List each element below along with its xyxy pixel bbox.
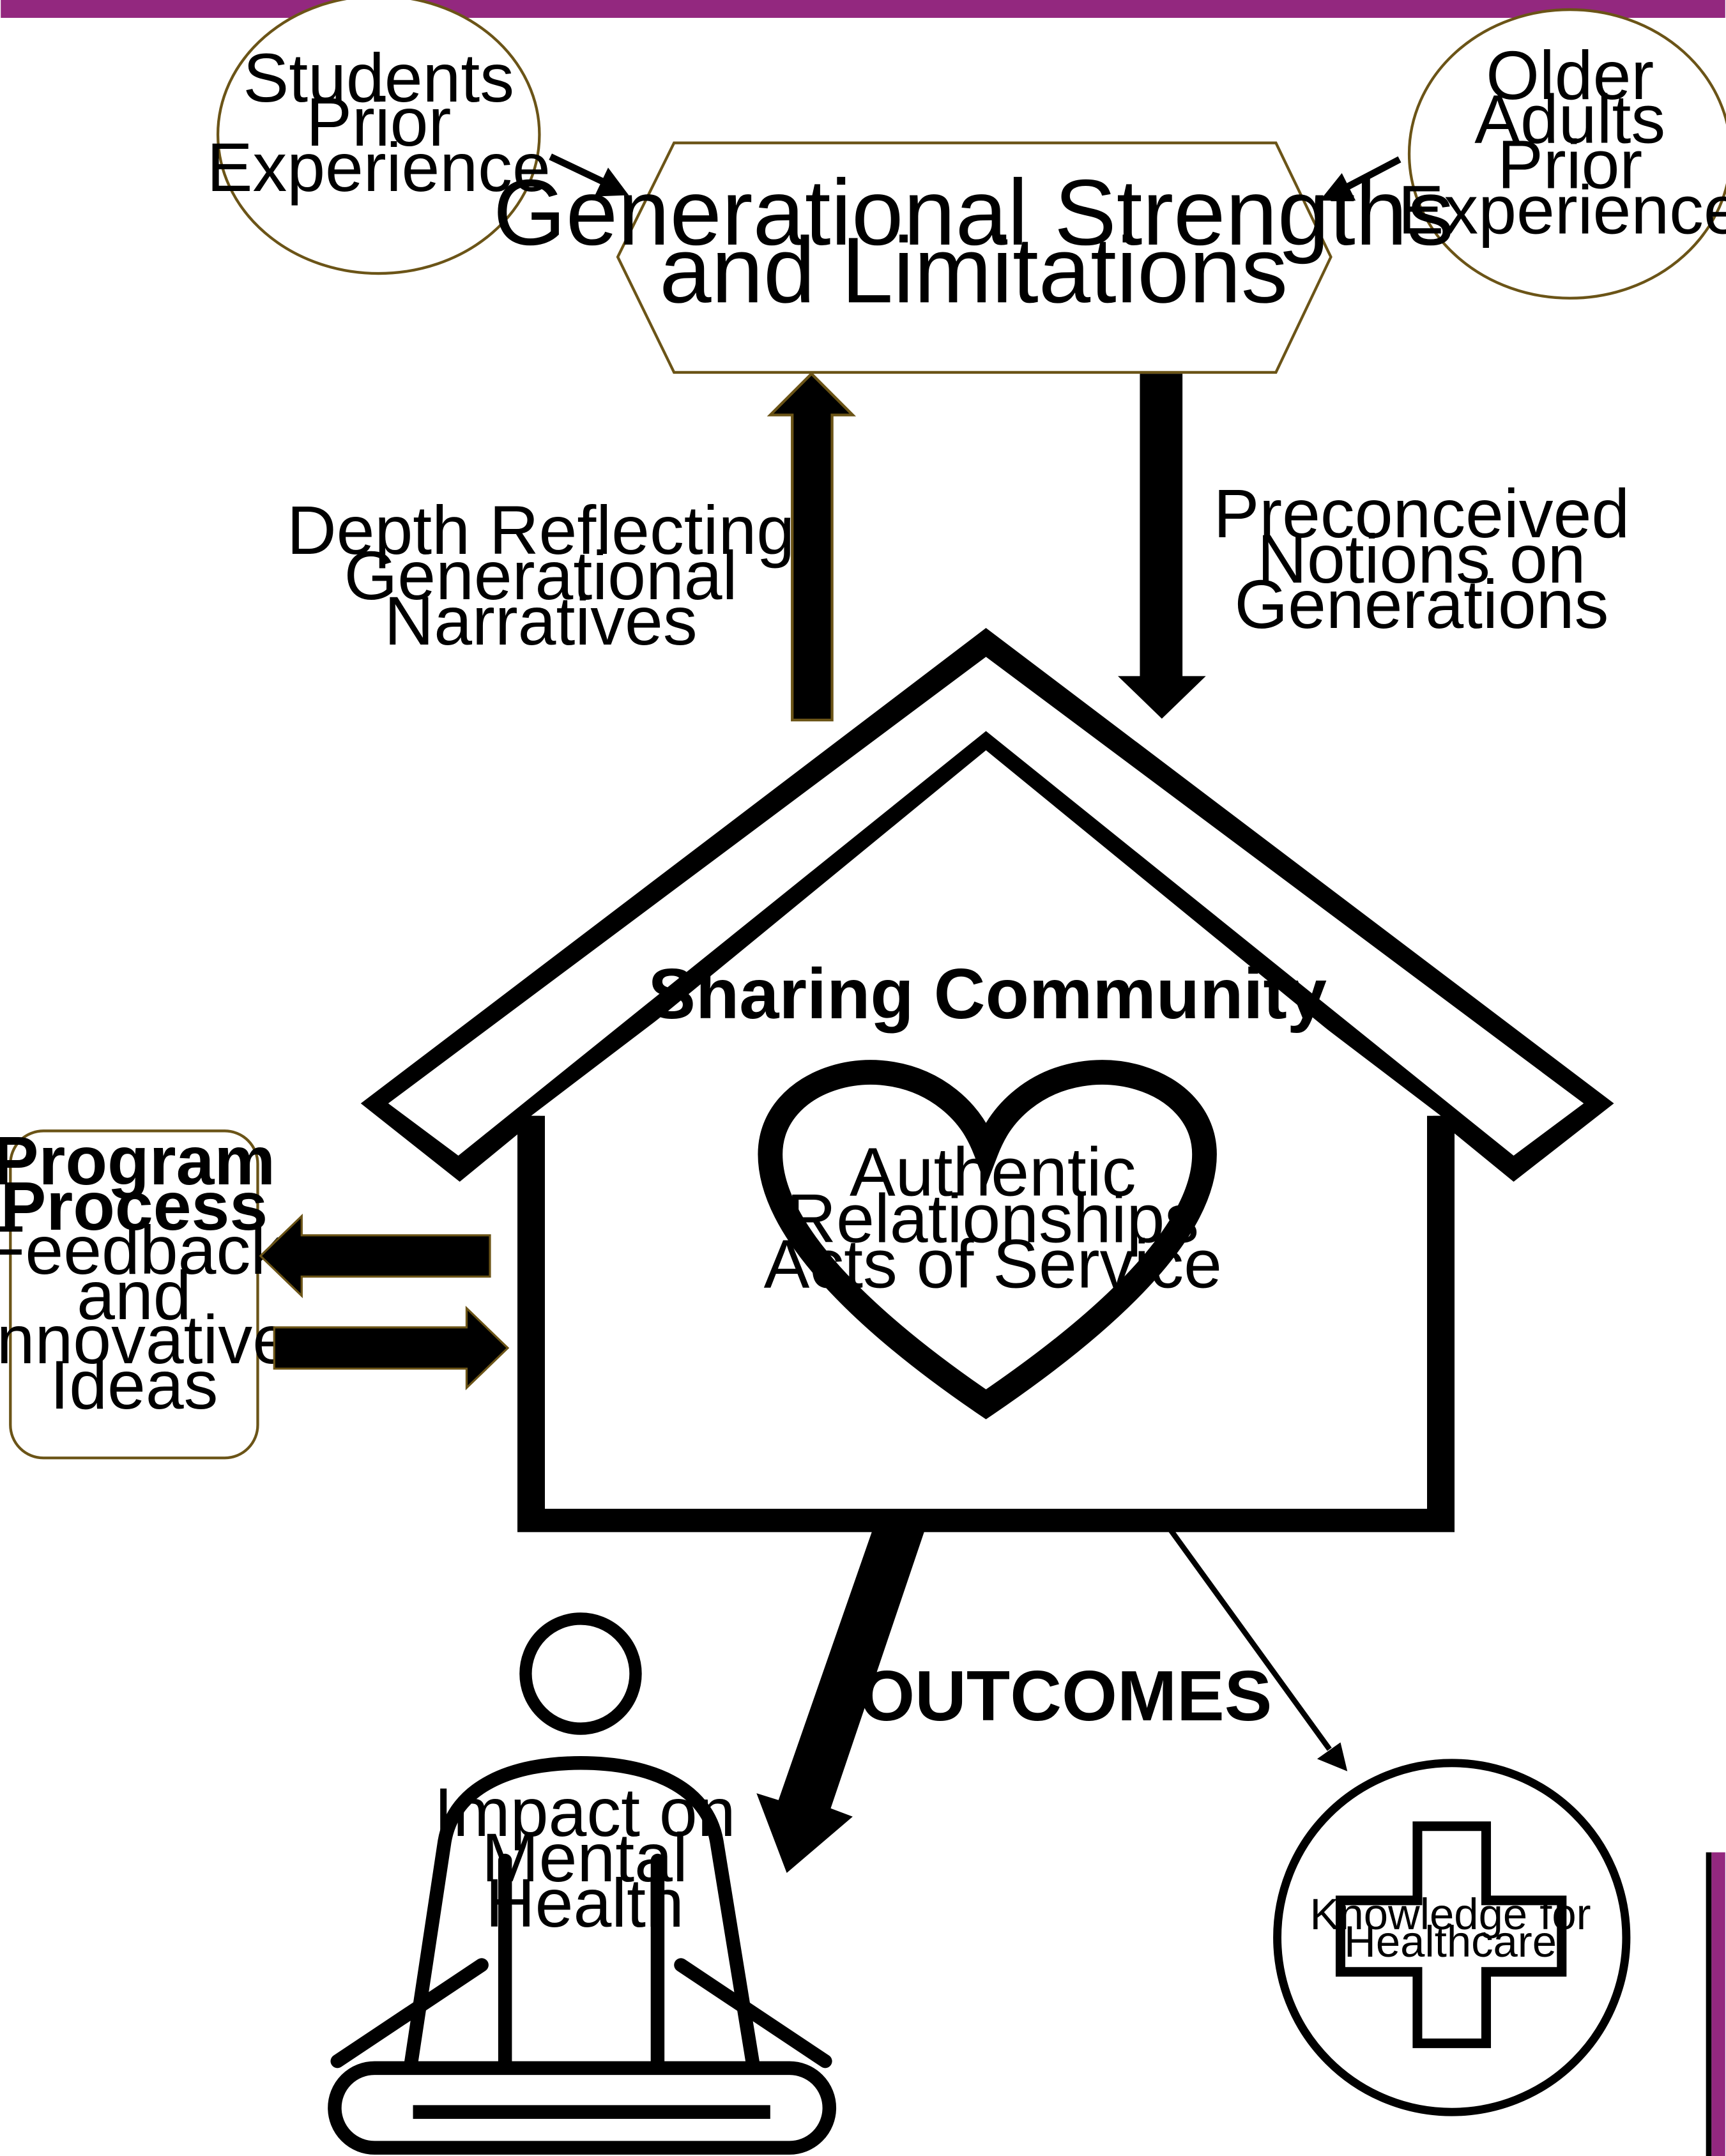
older-adults-line-3: Prior xyxy=(1497,126,1642,203)
program-line-4: Ideas xyxy=(50,1347,218,1423)
hexagon-line-2: and Limitations xyxy=(659,218,1288,322)
person-head xyxy=(519,1612,642,1735)
top-bar xyxy=(1,0,1725,18)
older-adults-line-2: Adults xyxy=(1474,81,1665,158)
house-to-mental-health-arrow xyxy=(756,1520,929,1873)
healthcare-cross xyxy=(1335,1821,1567,2049)
healthcare-cross-icon: Knowledge for Healthcare xyxy=(1273,1759,1631,2116)
heart-line-3: Acts of Service xyxy=(764,1226,1222,1303)
preconceived-notions-label: Preconceived Notions on Generations xyxy=(1214,475,1630,643)
preconceived-line-1: Preconceived xyxy=(1214,475,1630,552)
older-adults-line-1: Older xyxy=(1486,37,1654,114)
preconceived-line-3: Generations xyxy=(1234,566,1608,643)
program-line-1: Feedback xyxy=(0,1212,285,1288)
generational-strengths-hexagon: Generational Strengths and Limitations xyxy=(493,141,1454,374)
sharing-community-house: Sharing Community Authentic Relationship… xyxy=(360,628,1614,1533)
outcomes-label: OUTCOMES xyxy=(859,1656,1272,1736)
person-line-2: Mental xyxy=(482,1819,688,1896)
program-process-box: Program Process Feedback and Innovative … xyxy=(0,1122,291,1460)
house-to-healthcare-arrow xyxy=(1161,1518,1348,1771)
students-prior-experience-node: Students Prior Experience xyxy=(207,0,551,275)
hexagon-line-1: Generational Strengths xyxy=(493,160,1454,264)
house-title: Sharing Community xyxy=(648,954,1327,1034)
older-adults-to-hexagon-arrow xyxy=(1320,156,1401,201)
right-accent-bar xyxy=(1711,1852,1725,2156)
healthcare-line-2: Healthcare xyxy=(1344,1917,1557,1966)
depth-reflecting-label: Depth Reflecting Generational Narratives xyxy=(287,492,795,659)
depth-reflecting-line-1: Depth Reflecting xyxy=(287,492,795,569)
older-adults-prior-experience-node: Older Adults Prior Experience xyxy=(1398,8,1726,300)
heart-shape xyxy=(758,1060,1217,1419)
students-to-hexagon-arrow xyxy=(549,153,629,197)
person-line-1: Impact on xyxy=(434,1774,735,1851)
down-arrow-to-house xyxy=(1118,374,1206,719)
program-line-2: and xyxy=(77,1257,191,1334)
program-to-house-arrow xyxy=(273,1305,510,1391)
older-adults-line-4: Experience xyxy=(1398,172,1726,248)
healthcare-line-1: Knowledge for xyxy=(1310,1890,1591,1939)
depth-reflecting-line-2: Generational xyxy=(344,537,738,614)
program-bold-line-1: Program xyxy=(0,1122,275,1199)
up-arrow-to-hexagon xyxy=(767,372,857,722)
meditating-person-icon: Impact on Mental Health xyxy=(328,1612,837,2155)
depth-reflecting-line-3: Narratives xyxy=(385,583,698,659)
preconceived-line-2: Notions on xyxy=(1257,521,1585,597)
right-accent-frame xyxy=(1706,1852,1712,2156)
students-line-3: Experience xyxy=(207,129,551,206)
students-line-2: Prior xyxy=(306,84,451,160)
students-line-1: Students xyxy=(243,40,514,116)
heart-line-2: Relationships xyxy=(786,1181,1199,1257)
person-body xyxy=(402,1756,762,2079)
person-line-3: Health xyxy=(485,1865,684,1941)
program-bold-line-2: Process xyxy=(1,1168,268,1244)
house-to-program-arrow xyxy=(259,1213,491,1299)
program-line-3: Innovative xyxy=(0,1301,291,1378)
house-walls xyxy=(517,1115,1455,1533)
heart-line-1: Authentic xyxy=(850,1133,1136,1210)
